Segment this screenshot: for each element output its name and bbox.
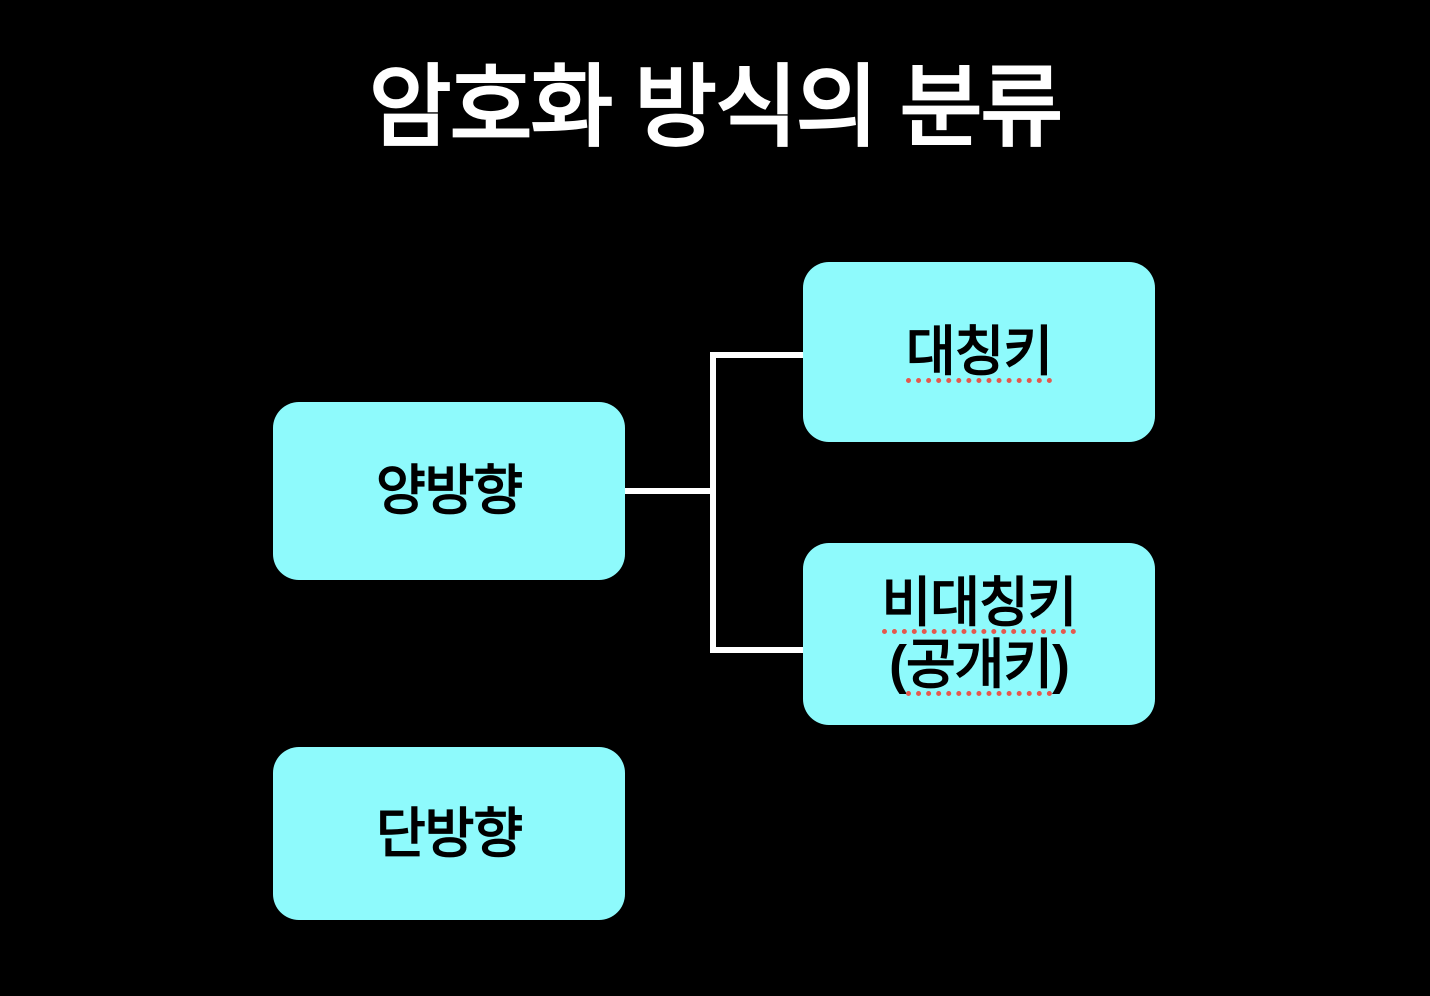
connector-to-asymmetric[interactable]: [710, 647, 803, 653]
node-oneway-label: 단방향: [375, 803, 523, 864]
node-asymmetric-key-label-line1: 비대칭키: [881, 572, 1077, 634]
connector-to-symmetric[interactable]: [710, 352, 803, 358]
node-oneway[interactable]: 단방향: [273, 747, 625, 920]
node-asymmetric-key[interactable]: 비대칭키 (공개키): [803, 543, 1155, 725]
connector-branch-vertical[interactable]: [710, 352, 716, 653]
connector-bidirectional-stem[interactable]: [625, 488, 711, 494]
paren-open: (: [888, 635, 907, 695]
node-symmetric-key[interactable]: 대칭키: [803, 262, 1155, 442]
node-bidirectional-label: 양방향: [375, 461, 523, 521]
node-asymmetric-key-label-line2: 공개키: [905, 635, 1053, 697]
node-symmetric-key-label: 대칭키: [905, 321, 1053, 384]
paren-close: ): [1052, 635, 1070, 695]
node-bidirectional[interactable]: 양방향: [273, 402, 625, 580]
diagram-title[interactable]: 암호화 방식의 분류: [368, 58, 1063, 158]
